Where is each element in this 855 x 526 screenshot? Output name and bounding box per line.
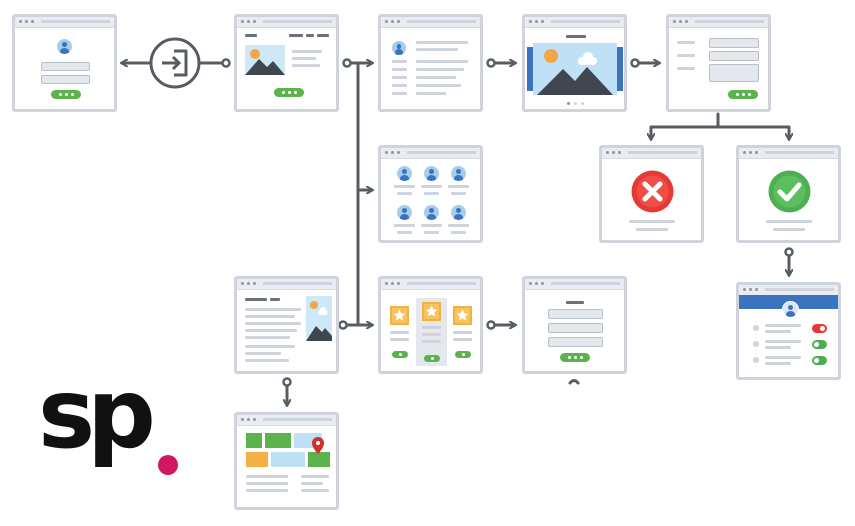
user-avatar-icon: [451, 166, 466, 181]
profile-screen: [378, 14, 483, 112]
form-textarea[interactable]: [709, 64, 759, 82]
article-screen: [234, 276, 339, 374]
home-screen: [234, 14, 339, 112]
x-circle-icon: [631, 170, 674, 213]
confirmation-screen: [522, 276, 627, 374]
star-icon: [390, 306, 409, 325]
confirm-button[interactable]: [560, 353, 590, 362]
success-screen: [736, 145, 841, 243]
connector-form-split: [649, 112, 791, 140]
cta-button[interactable]: [274, 88, 304, 97]
map-view[interactable]: [246, 433, 330, 467]
team-grid-screen: [378, 145, 483, 243]
user-avatar-icon: [451, 205, 466, 220]
brand-logo: sp: [38, 358, 156, 470]
star-icon: [422, 302, 441, 321]
plan-featured-button[interactable]: [424, 355, 440, 362]
user-avatar-icon: [424, 205, 439, 220]
setting-toggle-1[interactable]: [812, 324, 827, 333]
sign-in-icon: [149, 37, 201, 89]
plan-basic-button[interactable]: [392, 351, 408, 358]
form-screen: [666, 14, 771, 112]
username-field[interactable]: [41, 62, 90, 71]
star-icon: [453, 306, 472, 325]
image-carousel[interactable]: [527, 43, 623, 99]
user-avatar-icon: [782, 301, 799, 318]
error-screen: [599, 145, 704, 243]
user-avatar-icon: [392, 41, 406, 55]
user-avatar-icon: [397, 205, 412, 220]
check-circle-icon: [768, 170, 811, 213]
pricing-screen: [378, 276, 483, 374]
gallery-screen: [522, 14, 627, 112]
confirm-field-1[interactable]: [548, 309, 603, 319]
image-icon: [245, 45, 285, 75]
settings-screen: [736, 282, 841, 380]
form-field-1[interactable]: [709, 38, 759, 48]
user-avatar-icon: [57, 39, 72, 54]
user-avatar-icon: [397, 166, 412, 181]
confirm-field-2[interactable]: [548, 323, 603, 333]
confirm-field-3[interactable]: [548, 337, 603, 347]
setting-toggle-2[interactable]: [812, 340, 827, 349]
password-field[interactable]: [41, 75, 90, 84]
login-button[interactable]: [51, 90, 81, 99]
setting-toggle-3[interactable]: [812, 356, 827, 365]
brand-logo-dot: [158, 455, 178, 475]
login-screen: [12, 14, 117, 112]
submit-button[interactable]: [728, 90, 758, 99]
user-avatar-icon: [424, 166, 439, 181]
plan-pro-button[interactable]: [455, 351, 471, 358]
form-field-2[interactable]: [709, 51, 759, 61]
map-pin-icon: [312, 437, 324, 454]
connector-confirm-stub: [568, 379, 580, 385]
carousel-dots[interactable]: [567, 102, 584, 105]
image-icon: [306, 296, 332, 341]
map-screen: [234, 412, 339, 510]
